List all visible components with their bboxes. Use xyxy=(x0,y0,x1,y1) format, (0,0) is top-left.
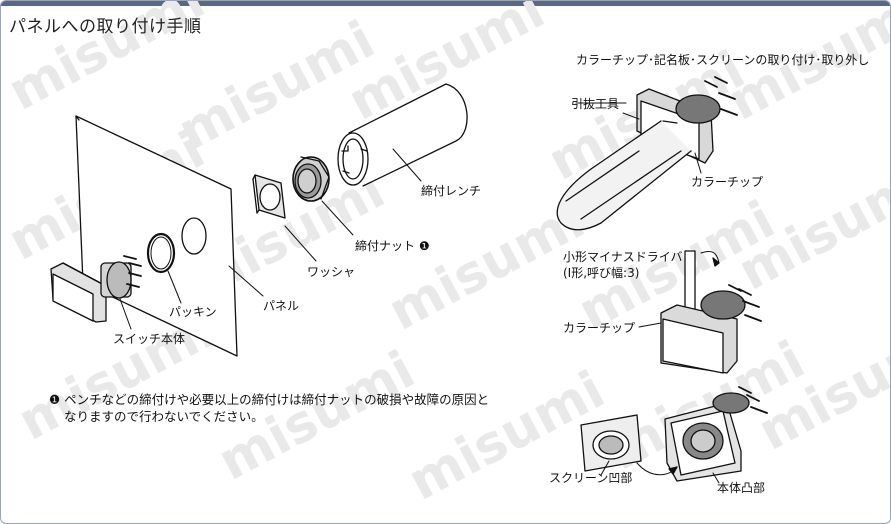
label-screen-recess: スクリーン凹部 xyxy=(549,471,633,485)
nut-drawing xyxy=(292,156,330,202)
note-line-1: ❶ ペンチなどの締付けや必要以上の締付けは締付ナットの破損や故障の原因と xyxy=(49,392,490,407)
packing-ring xyxy=(146,232,176,274)
leader-lines-left xyxy=(119,148,422,330)
extractor-assembly xyxy=(556,76,738,231)
label-panel: パネル xyxy=(263,299,300,313)
note-line-2: なりますので行わないでください。 xyxy=(64,409,264,424)
panel-hole xyxy=(181,217,207,255)
label-screwdriver-line2: (Ⅰ形,呼び幅:3) xyxy=(563,266,640,280)
label-screwdriver-line1: 小形マイナスドライバ xyxy=(563,250,683,264)
screen-assembly xyxy=(580,386,768,482)
label-washer: ワッシャ xyxy=(307,265,356,279)
header-bar xyxy=(1,1,890,6)
screwdriver-assembly xyxy=(660,250,762,374)
label-body-protrusion: 本体凸部 xyxy=(717,481,766,495)
label-color-chip-1: カラーチップ xyxy=(691,175,764,189)
label-wrench: 締付レンチ xyxy=(421,184,482,198)
label-color-chip-2: カラーチップ xyxy=(563,321,636,335)
page-title: パネルへの取り付け手順 xyxy=(9,17,202,37)
label-extractor: 引抜工具 xyxy=(571,97,620,111)
label-nut: 締付ナット ❶ xyxy=(355,239,430,253)
leader-lines-right xyxy=(575,102,720,484)
switch-body-drawing xyxy=(50,255,142,323)
wrench-drawing xyxy=(337,83,468,187)
washer-drawing xyxy=(252,174,286,219)
label-right-title: カラーチップ･記名板･スクリーンの取り付け･取り外し xyxy=(576,53,870,67)
label-switch-body: スイッチ本体 xyxy=(113,332,186,346)
label-packing: パッキン xyxy=(169,305,217,319)
